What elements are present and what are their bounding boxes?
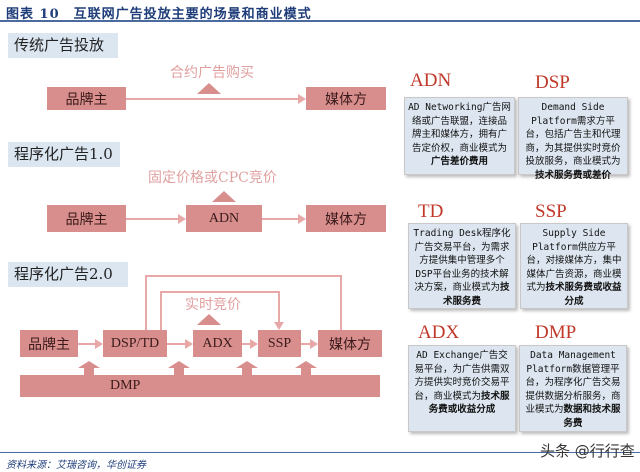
arrow-line [126, 218, 178, 220]
footer-divider [0, 452, 640, 453]
arrow-head [185, 339, 193, 349]
node-brand: 品牌主 [47, 205, 126, 232]
arrow-head [298, 94, 306, 104]
arrow-head [310, 339, 318, 349]
card-title-td: TD [418, 201, 444, 222]
figure-title: 图表 10 互联网广告投放主要的场景和商业模式 [6, 7, 312, 22]
arrow-head [250, 339, 258, 349]
up-arrow-icon [168, 361, 190, 375]
arrow-line [242, 343, 250, 345]
card-title-adn: ADN [410, 70, 452, 91]
node-media: 媒体方 [306, 205, 386, 232]
triangle-marker [197, 314, 221, 325]
card-td: Trading Desk程序化广告交易平台，为需求方提供集中管理多个DSP平台业… [408, 223, 516, 309]
node-dsp-td: DSP/TD [103, 330, 167, 357]
loop-line [278, 291, 280, 323]
watermark: 头条 @行行查 [540, 442, 635, 460]
card-title-adx: ADX [418, 322, 460, 343]
arrow-line [301, 343, 310, 345]
arrow-line [126, 98, 298, 100]
up-arrow-icon [295, 361, 317, 375]
card-title-ssp: SSP [535, 201, 567, 222]
card-dsp: Demand Side Platform需求方平台，包括广告主和代理商，为其提供… [518, 97, 628, 181]
node-brand: 品牌主 [47, 87, 126, 110]
loop-line [160, 291, 162, 330]
arrow-head [298, 214, 306, 224]
loop-line [160, 291, 280, 293]
loop-line [145, 275, 147, 330]
card-title-dsp: DSP [535, 72, 570, 93]
section-label-programmatic-2: 程序化广告2.0 [8, 262, 128, 287]
card-dmp: Data Management Platform数据管理平台，为程序化广告交易提… [519, 345, 627, 432]
section-label-programmatic-1: 程序化广告1.0 [8, 142, 120, 167]
arrow-head [274, 322, 284, 330]
loop-line [340, 275, 342, 339]
node-media: 媒体方 [318, 330, 382, 357]
source-note: 资料来源：艾瑞咨询，华创证券 [6, 460, 146, 471]
section-label-traditional: 传统广告投放 [8, 33, 118, 58]
card-adx: AD Exchange广告交易平台，为广告供需双方提供实时竞价交易平台，商业模式… [408, 345, 516, 432]
node-adx: ADX [193, 330, 242, 357]
loop-line [145, 275, 342, 277]
node-adn: ADN [186, 205, 262, 232]
node-dmp: DMP [20, 375, 380, 397]
arrow-head [178, 214, 186, 224]
up-arrow-icon [78, 361, 100, 375]
note-fixed-price: 固定价格或CPC竞价 [148, 170, 277, 186]
card-title-dmp: DMP [535, 322, 577, 343]
arrow-line [262, 218, 298, 220]
node-brand: 品牌主 [20, 330, 78, 357]
arrow-head [95, 339, 103, 349]
note-rtb: 实时竞价 [185, 297, 241, 313]
arrow-line [78, 343, 96, 345]
up-arrow-icon [236, 361, 258, 375]
card-adn: AD Networking广告网络或广告联盟，连接品牌主和媒体方，拥有广告定价权… [404, 97, 515, 175]
triangle-marker [212, 191, 236, 202]
node-media: 媒体方 [306, 87, 386, 110]
title-divider [0, 20, 640, 22]
node-ssp: SSP [258, 330, 301, 357]
arrow-line [167, 343, 185, 345]
card-ssp: Supply Side Platform供应方平台，对接媒体方，集中媒体广告资源… [520, 223, 628, 309]
triangle-marker [197, 83, 221, 94]
note-contract: 合约广告购买 [170, 65, 254, 81]
